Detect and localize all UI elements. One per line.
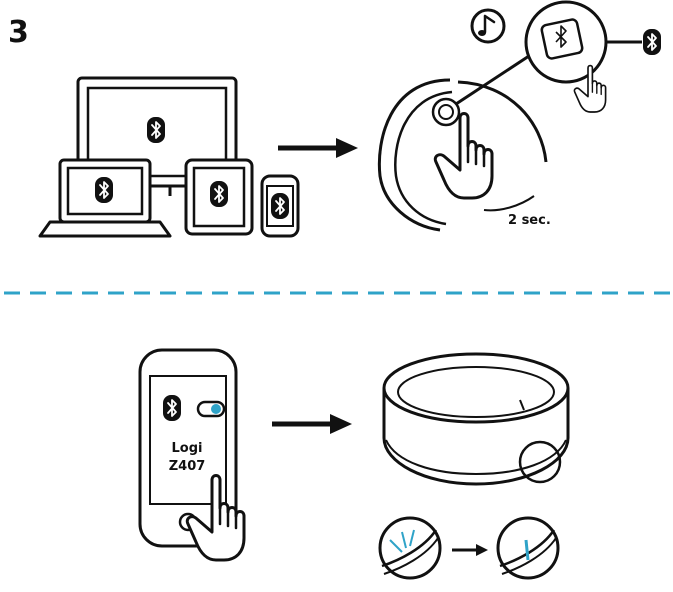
music-note-icon [470, 8, 506, 44]
bluetooth-icon [209, 180, 229, 208]
led-callout [518, 440, 562, 484]
speaker-led-illustration [378, 352, 570, 580]
bluetooth-icon [642, 28, 662, 56]
bluetooth-icon [162, 394, 182, 422]
laptop-illustration [38, 158, 172, 238]
bluetooth-icon [270, 192, 290, 220]
step-number: 3 [8, 15, 29, 50]
led-solid-callout [496, 516, 560, 580]
speaker-press-illustration: 2 sec. [377, 0, 662, 232]
phone-illustration [260, 174, 300, 238]
bluetooth-icon [94, 176, 114, 204]
led-blinking-callout [378, 516, 442, 580]
arrow-right-icon [272, 414, 352, 434]
toggle-switch-icon [196, 400, 226, 418]
bluetooth-icon [146, 116, 166, 144]
device-name-line1: Logi [172, 441, 203, 456]
devices-group [38, 76, 300, 238]
device-name-line2: Z407 [169, 459, 206, 474]
phone-pairing-illustration: Logi Z407 [138, 348, 246, 562]
tablet-illustration [184, 158, 254, 236]
arrow-right-icon [278, 138, 358, 158]
duration-label: 2 sec. [508, 213, 551, 228]
pointing-hand-icon [433, 112, 494, 200]
